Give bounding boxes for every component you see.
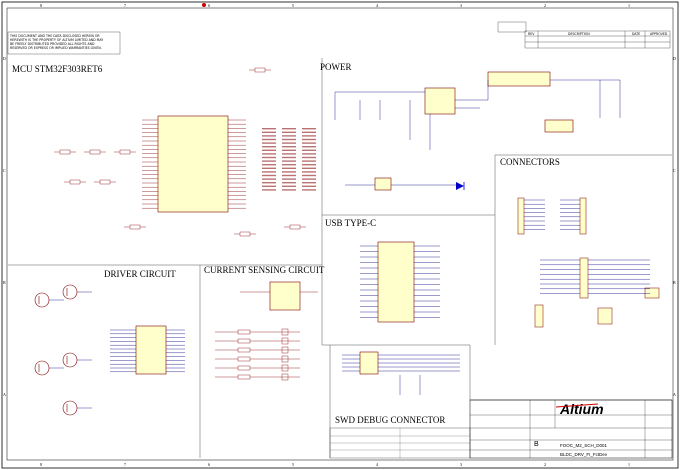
border-column-label: 7 [124, 462, 126, 467]
rev-header: REV [528, 32, 535, 36]
border-column-labels-bottom: 8 7 6 5 4 3 2 1 [40, 462, 630, 467]
border-column-label: 3 [460, 3, 462, 8]
border-row-labels: D D C C B B A A [3, 56, 676, 397]
section-title-swd: SWD DEBUG CONNECTOR [335, 415, 445, 425]
status-led [456, 182, 465, 190]
border-row-label: B [3, 280, 6, 285]
section-title-power: POWER [320, 62, 352, 72]
border-column-labels: 8 7 6 5 4 3 2 1 [40, 3, 630, 8]
current-sense-resistors [215, 291, 318, 381]
border-column-label: 1 [628, 3, 630, 8]
border-row-label: D [673, 56, 676, 61]
border-row-label: B [673, 280, 676, 285]
border-column-label: 4 [376, 3, 378, 8]
mcu-support-components [54, 67, 306, 237]
power-wiring [334, 79, 621, 186]
gate-driver-chip [135, 325, 167, 375]
border-column-label: 3 [460, 462, 462, 467]
border-column-label: 1 [628, 462, 630, 467]
border-row-label: C [673, 168, 676, 173]
section-title-current: CURRENT SENSING CIRCUIT [204, 265, 325, 275]
connector-blocks [517, 197, 660, 328]
mcu-net-labels [262, 128, 316, 191]
title-block-size: B [534, 441, 539, 448]
section-title-driver: DRIVER CIRCUIT [104, 269, 176, 279]
power-regulator [374, 71, 574, 191]
swd-wiring [342, 354, 460, 395]
disclaimer-box [7, 31, 121, 55]
driver-transistors [34, 284, 185, 416]
border-row-label: C [3, 168, 6, 173]
usb-connector [377, 241, 415, 323]
rev-stamp-box [497, 21, 527, 33]
date-header: DATE [632, 32, 640, 36]
disclaimer-line-1: THIS DOCUMENT AND THE DATA DISCLOSED HER… [9, 34, 100, 38]
description-header: DESCRIPTION [568, 32, 590, 36]
section-title-connectors: CONNECTORS [500, 157, 560, 167]
border-column-label: 5 [292, 3, 294, 8]
section-title-mcu: MCU STM32F303RET6 [12, 64, 103, 74]
usb-wiring [360, 245, 440, 318]
border-column-label: 5 [292, 462, 294, 467]
mcu-chip [142, 115, 246, 213]
approved-header: APPROVED [650, 32, 668, 36]
connector-wiring [524, 199, 650, 294]
section-title-usb: USB TYPE-C [325, 218, 376, 228]
altium-logo-swoosh [555, 403, 599, 408]
border-column-label: 8 [40, 3, 42, 8]
border-column-label: 8 [40, 462, 42, 467]
swd-connector [359, 351, 379, 375]
altium-logo: Altium [559, 401, 604, 417]
border-column-label: 7 [124, 3, 126, 8]
red-mark [202, 3, 206, 7]
current-sense-amp [269, 281, 301, 311]
border-row-label: A [3, 392, 6, 397]
border-column-label: 6 [208, 3, 210, 8]
title-block [329, 399, 673, 459]
border-row-label: A [673, 392, 676, 397]
disclaimer-line-2: HEREWITH IS THE PROPERTY OF ALTIUM LIMIT… [10, 38, 103, 42]
title-block-title: BLDC_DRV_FI_FctDev [560, 452, 608, 457]
revision-table: REV DESCRIPTION DATE APPROVED [524, 30, 671, 49]
title-block-code: FOOC_M2_SCH_D001 [560, 443, 608, 448]
section-frames [8, 58, 672, 458]
border-column-label: 2 [544, 3, 546, 8]
border-column-label: 6 [208, 462, 210, 467]
disclaimer-line-3: BE FREELY DISTRIBUTED PROVIDED ALL RIGHT… [10, 42, 95, 46]
sheet-inner-border [6, 7, 674, 461]
border-column-label: 4 [376, 462, 378, 467]
disclaimer-line-4: RESERVED OR EXPRESS OR IMPLIED WARRANTIE… [10, 46, 102, 50]
border-column-label: 2 [544, 462, 546, 467]
border-row-label: D [3, 56, 6, 61]
